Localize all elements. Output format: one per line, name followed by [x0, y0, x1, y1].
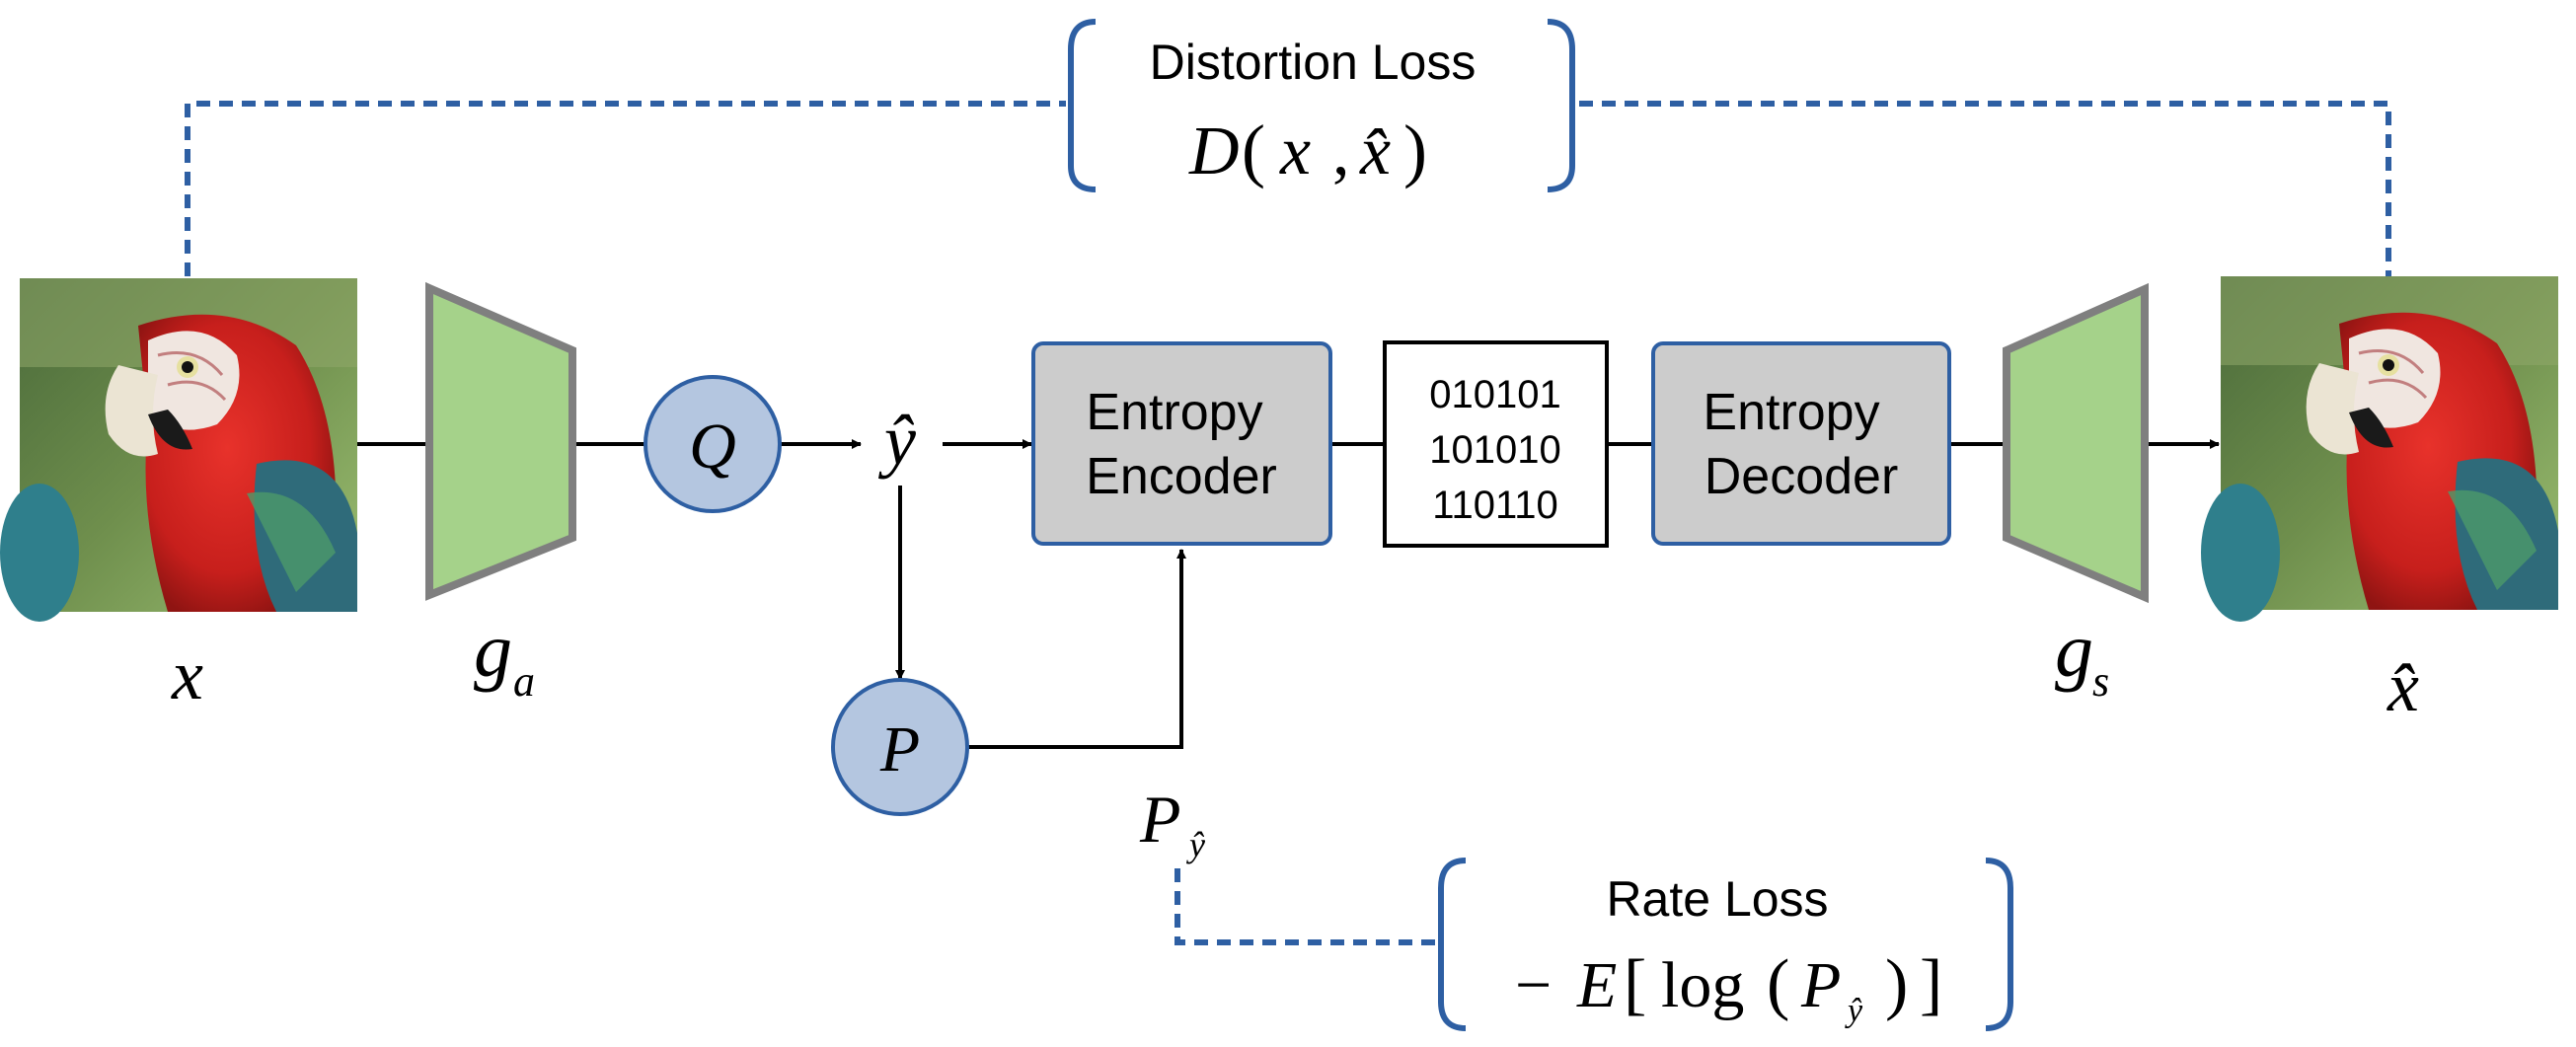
entropy-decoder-line1: Entropy: [1703, 384, 1879, 441]
distortion-x: x: [1279, 113, 1311, 189]
label-gs-sub: s: [2092, 657, 2109, 706]
quantizer-node: [644, 375, 782, 513]
entropy-encoder-box: [1031, 341, 1332, 546]
label-p-yhat-main: P: [1139, 782, 1181, 857]
rate-rbracket: ]: [1920, 946, 1942, 1022]
label-yhat: ŷ: [877, 401, 916, 480]
arrow-P-to-encoder: [967, 549, 1186, 749]
rate-dashed-connector: [1174, 868, 1441, 945]
rate-minus: −: [1515, 949, 1552, 1021]
bitstream-line: 110110: [1432, 484, 1558, 527]
distortion-lparen: (: [1242, 111, 1265, 189]
rate-sub: ŷ: [1845, 993, 1863, 1029]
distortion-rparen: ): [1403, 111, 1427, 189]
distortion-dashed-connector-left: [185, 101, 1066, 276]
entropy-decoder-line2: Decoder: [1705, 448, 1899, 505]
input-image: [0, 278, 357, 622]
distortion-left-bracket: [1068, 19, 1097, 192]
label-x: x: [171, 636, 203, 714]
rate-log: log: [1661, 949, 1744, 1021]
distortion-right-bracket: [1547, 19, 1575, 192]
rate-lparen: (: [1767, 946, 1789, 1022]
analysis-transform-ga: [425, 281, 576, 601]
bitstream-line: 101010: [1429, 428, 1560, 472]
label-gs-main: g: [2055, 607, 2093, 693]
rate-left-bracket: [1438, 858, 1467, 1031]
label-xhat: x̂: [2387, 647, 2419, 726]
quantizer-label: Q: [689, 411, 736, 483]
rate-E: E: [1576, 949, 1617, 1021]
entropy-encoder-line2: Encoder: [1086, 448, 1277, 505]
rate-rparen: ): [1885, 946, 1908, 1022]
output-image: [2201, 276, 2558, 622]
entropy-decoder-box: [1651, 341, 1951, 546]
distortion-comma: ,: [1332, 113, 1350, 189]
distortion-dashed-connector-right: [1579, 101, 2391, 276]
entropy-encoder-line1: Entropy: [1086, 384, 1262, 441]
bitstream-box: [1383, 340, 1609, 548]
rate-formula: − E [ log ( P ŷ ) ]: [1515, 946, 1942, 1029]
bitstream-line: 010101: [1429, 373, 1560, 416]
label-gs: g s: [2055, 607, 2109, 706]
rate-P: P: [1800, 949, 1841, 1021]
prior-node: [831, 678, 969, 816]
bitstream-lines: 010101 101010 110110: [1429, 373, 1560, 527]
rate-lbracket: [: [1624, 946, 1646, 1022]
distortion-loss-title: Distortion Loss: [1150, 35, 1477, 90]
label-p-yhat-sub: ŷ: [1186, 825, 1205, 864]
rate-right-bracket: [1985, 858, 2013, 1031]
label-ga-sub: a: [513, 657, 535, 706]
label-ga: g a: [474, 607, 535, 706]
label-ga-main: g: [474, 607, 512, 693]
distortion-xhat: x̂: [1359, 113, 1391, 189]
prior-label: P: [879, 713, 920, 785]
distortion-formula: D ( x , x̂ ): [1188, 111, 1427, 189]
rate-loss-title: Rate Loss: [1606, 871, 1828, 927]
distortion-D: D: [1188, 113, 1240, 189]
label-p-yhat: P ŷ: [1139, 782, 1205, 864]
synthesis-transform-gs: [2003, 282, 2149, 604]
